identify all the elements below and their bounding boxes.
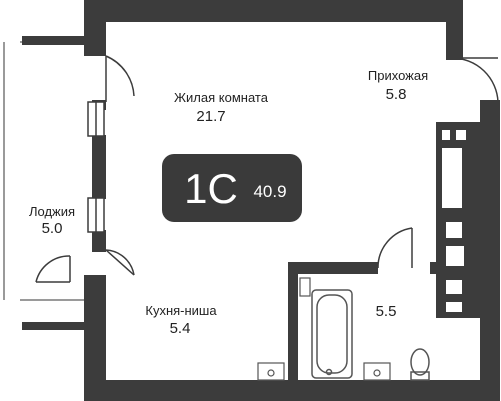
kitchen-name: Кухня-ниша [145,303,217,318]
door-bathroom [377,227,413,269]
apartment-type: 1С [184,165,238,212]
loggia-wall-bottom [22,322,92,330]
outer-walls [84,0,500,401]
sink-kitchen [257,362,285,381]
bath-shelf [299,277,311,297]
bathtub [311,289,353,379]
door-loggia-lower [35,249,135,283]
kitchen-area: 5.4 [170,320,191,337]
window-lower [87,197,105,233]
living-room-area: 21.7 [196,108,225,125]
hall-name: Прихожая [368,68,428,83]
loggia-name: Лоджия [29,204,75,219]
vent-shaft [436,122,480,318]
apartment-total-area: 40.9 [253,182,286,201]
sink-bathroom [363,362,391,381]
toilet [410,348,430,381]
window-upper [87,101,105,137]
apartment-badge: 1С 40.9 [162,154,302,222]
door-loggia-upper [105,55,135,102]
bathroom-area: 5.5 [376,303,397,320]
loggia-outline [3,41,90,301]
loggia-area: 5.0 [42,220,63,237]
living-room-name: Жилая комната [174,90,269,105]
loggia-wall-top [22,36,92,45]
door-entrance [451,57,499,103]
hall-area: 5.8 [386,86,407,103]
